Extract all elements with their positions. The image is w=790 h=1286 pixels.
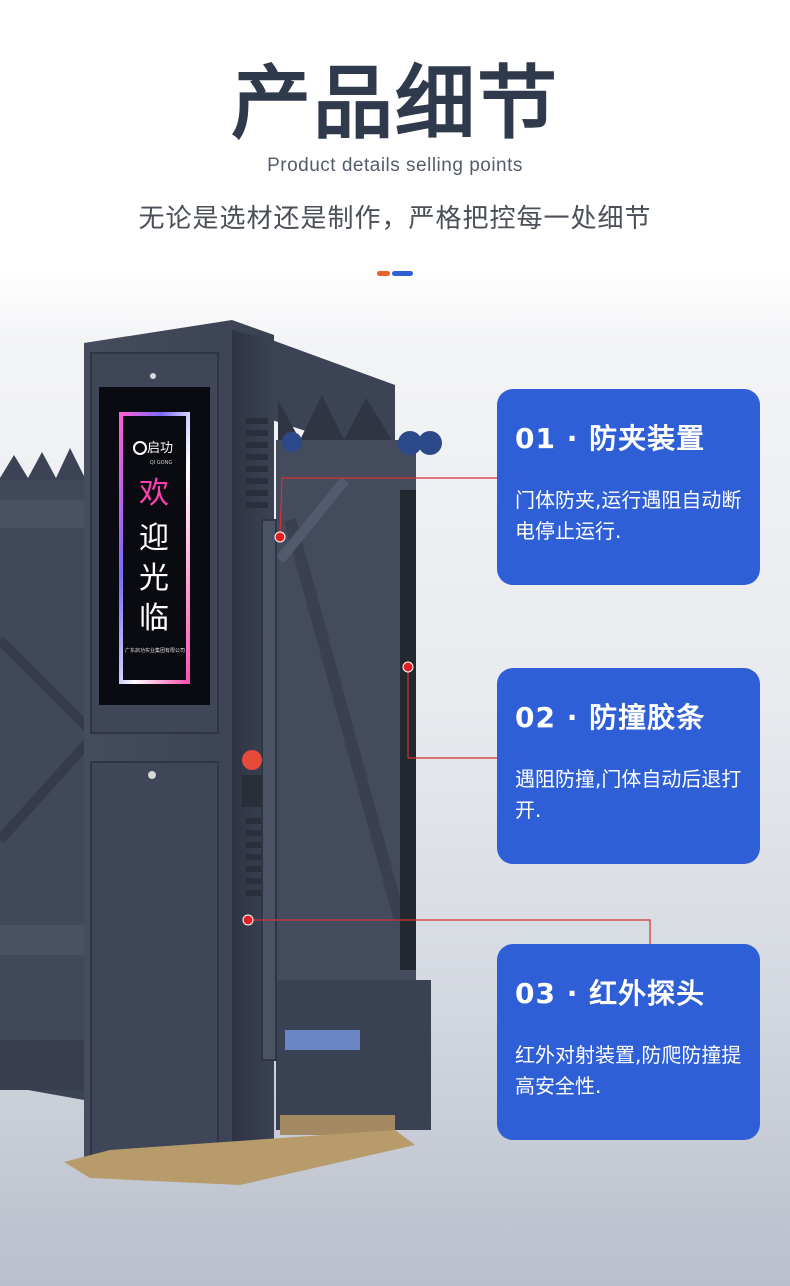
feature-title: 03 · 红外探头	[515, 977, 706, 1010]
display-brand-en: QI GONG	[150, 460, 173, 466]
feature-title: 01 · 防夹装置	[515, 422, 706, 455]
callout-lines	[242, 477, 651, 944]
feature-description: 遇阻防撞,门体自动后退打开.	[515, 767, 742, 822]
subtitle-chinese: 无论是选材还是制作，严格把控每一处细节	[138, 204, 652, 234]
gate-chassis	[272, 340, 442, 1135]
feature-card-anti-pinch: 01 · 防夹装置 门体防夹,运行遇阻自动断电停止运行.	[497, 389, 760, 585]
decorative-dots	[377, 271, 413, 277]
feature-title: 02 · 防撞胶条	[515, 701, 706, 734]
blue-dot	[392, 271, 413, 276]
feature-card-bumper-strip: 02 · 防撞胶条 遇阻防撞,门体自动后退打开.	[497, 668, 760, 864]
orange-dot	[377, 271, 390, 276]
page-title: 产品细节	[231, 57, 559, 150]
marker-anti-pinch	[274, 531, 286, 543]
display-char-4: 临	[139, 601, 169, 636]
feature-description: 门体防夹,运行遇阻自动断电停止运行.	[515, 488, 742, 543]
vent-slots	[246, 418, 268, 896]
subtitle-english: Product details selling points	[267, 155, 523, 176]
feature-description: 红外对射装置,防爬防撞提高安全性.	[515, 1043, 742, 1098]
section-header: 产品细节 Product details selling points 无论是选…	[0, 0, 790, 300]
display-company: 广东启功实业集团有限公司	[125, 647, 185, 654]
gate-leaf-left	[0, 448, 94, 1100]
feature-card-infrared-sensor: 03 · 红外探头 红外对射装置,防爬防撞提高安全性.	[497, 944, 760, 1140]
display-char-3: 光	[139, 561, 169, 596]
led-welcome-display: 启功 QI GONG 欢 迎 光 临 广东启功实业集团有限公司	[99, 387, 210, 705]
emergency-button-icon	[242, 750, 262, 770]
brand-logo-icon	[133, 441, 147, 455]
display-char-2: 迎	[139, 521, 169, 556]
gate-base-plate	[64, 1130, 415, 1185]
display-brand: 启功	[147, 441, 173, 456]
display-char-1: 欢	[139, 476, 169, 511]
gate-product-illustration: 启功 QI GONG 欢 迎 光 临 广东启功实业集团有限公司	[0, 320, 651, 1185]
marker-bumper-strip	[402, 661, 414, 673]
marker-infrared-sensor	[242, 914, 254, 926]
